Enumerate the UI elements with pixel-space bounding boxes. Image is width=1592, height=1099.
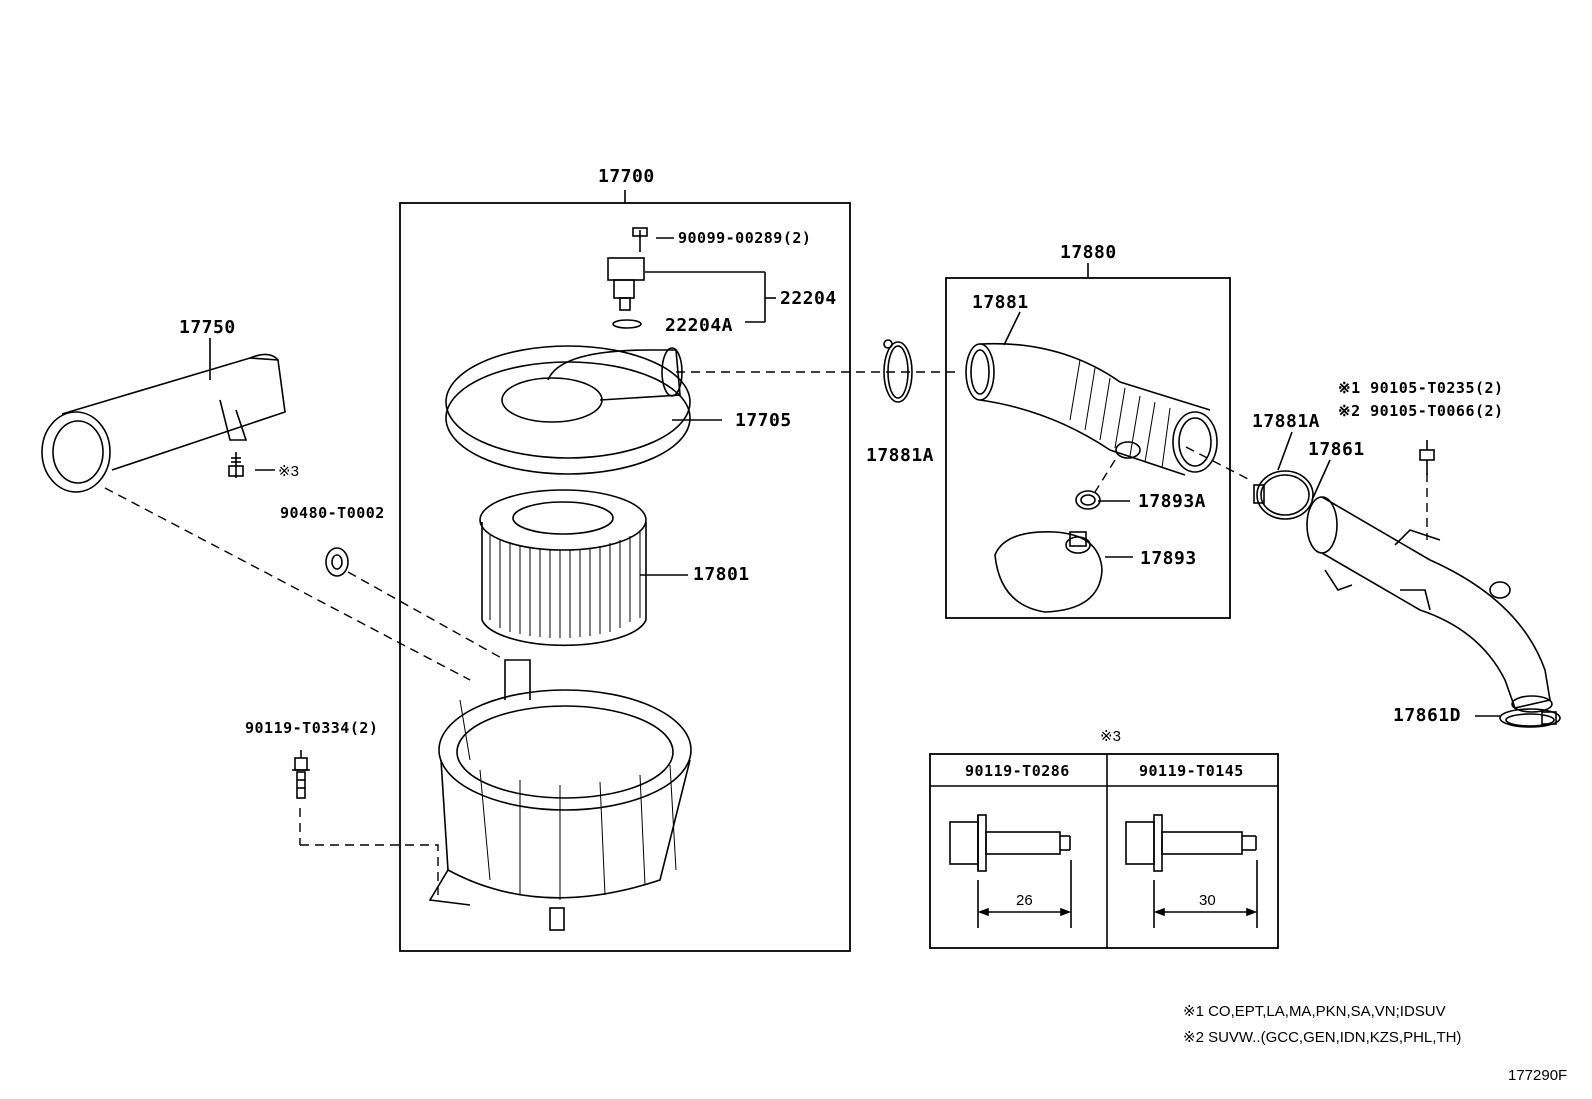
part-17881-hose <box>965 342 1218 476</box>
bolt-table-header-1: 90119-T0286 <box>965 762 1070 780</box>
bolt-table-marker: ※3 <box>1100 728 1121 745</box>
label-17881A-right: 17881A <box>1252 411 1321 432</box>
oring-22204A <box>612 319 642 329</box>
label-90099-00289: 90099-00289(2) <box>678 229 812 247</box>
label-17893: 17893 <box>1140 548 1197 569</box>
label-90480-T0002: 90480-T0002 <box>280 504 385 522</box>
box-17700 <box>399 202 851 952</box>
clamp-17881A-right <box>1253 470 1314 520</box>
label-17861D: 17861D <box>1393 705 1462 726</box>
grommet-90480 <box>325 547 349 577</box>
clamp-17861D <box>1499 708 1561 728</box>
part-17893-boot <box>994 531 1103 613</box>
part-17750-inlet-duct <box>41 353 286 493</box>
part-17861-pipe <box>1306 496 1553 713</box>
label-90105-T0066: ※2 90105-T0066(2) <box>1338 402 1504 420</box>
label-90105-T0235: ※1 90105-T0235(2) <box>1338 379 1504 397</box>
bolt-length-1: 26 <box>1016 892 1033 909</box>
screw-note3 <box>228 452 244 478</box>
bolt-table-header-2: 90119-T0145 <box>1139 762 1244 780</box>
label-17861: 17861 <box>1308 439 1365 460</box>
label-22204A: 22204A <box>665 315 734 336</box>
label-note3-screw: ※3 <box>278 463 299 480</box>
clamp-17893A <box>1075 490 1101 510</box>
label-90119-T0334: 90119-T0334(2) <box>245 719 379 737</box>
bolt-90105 <box>1419 440 1435 475</box>
part-17801-filter <box>479 489 647 647</box>
label-17705: 17705 <box>735 410 792 431</box>
label-17750: 17750 <box>179 317 236 338</box>
label-22204: 22204 <box>780 288 837 309</box>
label-17700: 17700 <box>598 166 655 187</box>
clamp-17881A-left <box>883 339 913 403</box>
bolt-table <box>929 753 1279 949</box>
label-17881: 17881 <box>972 292 1029 313</box>
bolt-length-2: 30 <box>1199 892 1216 909</box>
label-17893A: 17893A <box>1138 491 1207 512</box>
bolt-90119-T0145 <box>1125 814 1258 928</box>
label-17801: 17801 <box>693 564 750 585</box>
air-cleaner-case <box>428 659 692 931</box>
illustration-id: 177290F <box>1508 1067 1568 1084</box>
bolt-90119-T0286 <box>949 814 1072 928</box>
footnote-1: ※1 CO,EPT,LA,MA,PKN,SA,VN;IDSUV <box>1183 1003 1446 1020</box>
sensor-22204 <box>607 257 645 311</box>
footnote-2: ※2 SUVW..(GCC,GEN,IDN,KZS,PHL,TH) <box>1183 1029 1462 1046</box>
label-17881A-left: 17881A <box>866 445 935 466</box>
screw-90099 <box>632 227 648 252</box>
part-17705-lid <box>445 345 691 475</box>
label-17880: 17880 <box>1060 242 1117 263</box>
bolt-90119-T0334 <box>292 750 310 799</box>
